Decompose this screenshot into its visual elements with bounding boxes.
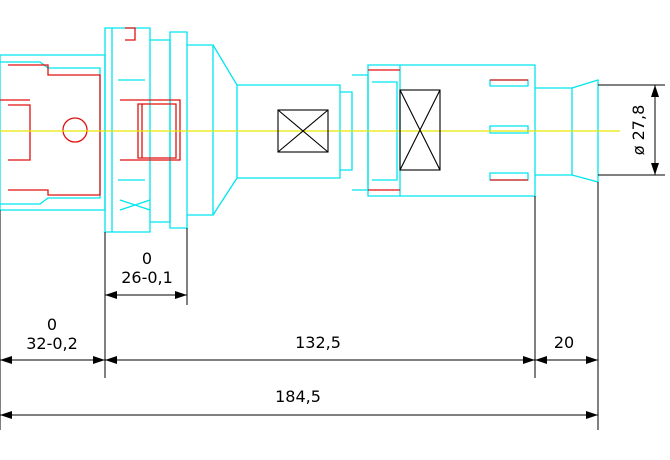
dimension-lines xyxy=(0,84,665,430)
dim-26-value: 26-0,1 xyxy=(121,268,173,287)
dim-132-value: 132,5 xyxy=(295,333,341,352)
dim-32-tolerance: 0 xyxy=(47,315,57,334)
dim-32-value: 32-0,2 xyxy=(26,334,78,353)
wrench-flats xyxy=(277,89,441,171)
dimension-labels: 0 26-0,1 0 32-0,2 132,5 20 184,5 ø 27,8 xyxy=(26,105,648,406)
dim-20-value: 20 xyxy=(554,333,574,352)
dim-26-tolerance: 0 xyxy=(142,249,152,268)
inner-contour xyxy=(0,27,528,196)
dim-184-value: 184,5 xyxy=(275,387,321,406)
dim-diameter-value: ø 27,8 xyxy=(629,105,648,156)
tool-outline xyxy=(0,27,599,233)
